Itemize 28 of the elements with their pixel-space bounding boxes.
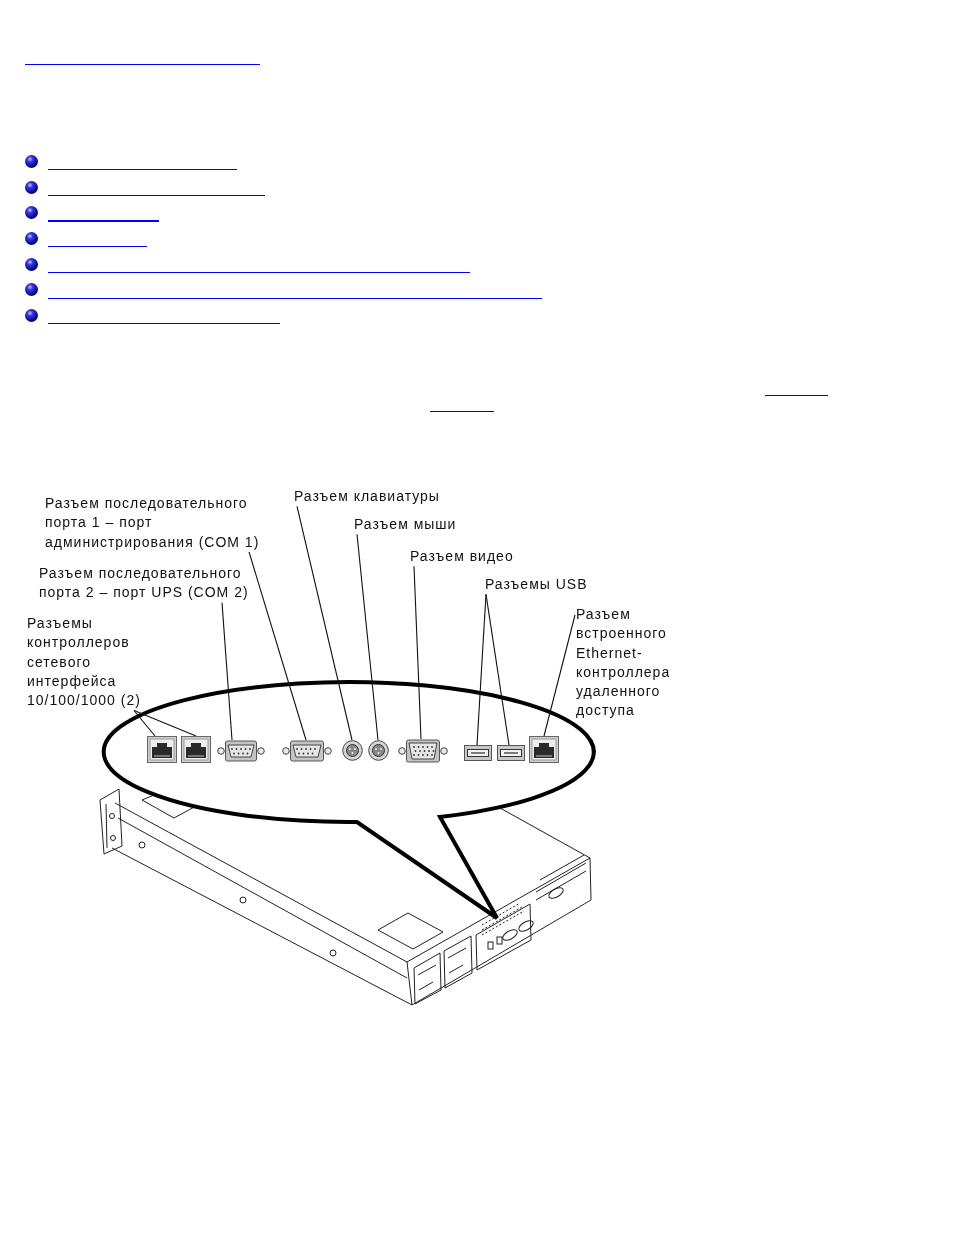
usb-port-icon	[497, 745, 525, 761]
leader-line	[476, 593, 487, 746]
callout-label: Разъем клавиатуры	[294, 487, 440, 507]
leader-line	[543, 614, 576, 737]
network-jack-icon	[181, 736, 211, 763]
leader-line	[133, 709, 197, 737]
callout-label: Разъем встроенного Ethernet-контроллера удаленного доступа	[576, 605, 676, 721]
network-jack-icon	[147, 736, 177, 763]
leader-line	[485, 593, 510, 746]
round-port-icon	[342, 740, 363, 761]
callout-label: Разъем мыши	[354, 515, 457, 535]
callout-label: Разъем последовательного порта 2 – порт UPS (COM 2)	[39, 564, 251, 603]
leader-line	[356, 533, 379, 741]
round-port-icon	[368, 740, 389, 761]
video-port-icon	[398, 739, 448, 763]
callout-label: Разъемы USB	[485, 575, 588, 595]
leader-line	[221, 602, 233, 741]
callout-label: Разъем видео	[410, 547, 514, 567]
usb-port-icon	[464, 745, 492, 761]
serial-port-icon	[282, 740, 332, 762]
serial-port-icon	[217, 740, 265, 762]
leader-line	[133, 709, 156, 737]
leader-line	[296, 505, 353, 741]
callout-label: Разъем последовательного порта 1 – порт администрирования (COM 1)	[45, 494, 263, 552]
network-jack-icon	[529, 736, 559, 763]
leader-line	[248, 551, 307, 741]
leader-line	[413, 565, 422, 740]
callout-label: Разъемы контроллеров сетевого интерфейса 10/100/1000 (2)	[27, 614, 153, 711]
